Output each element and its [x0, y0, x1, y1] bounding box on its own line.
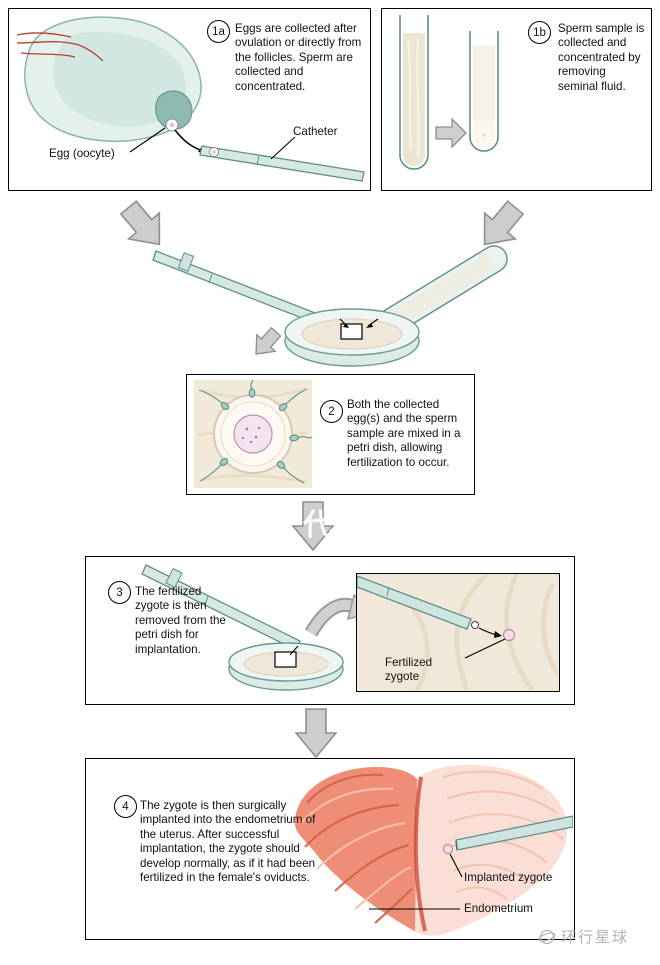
panel-step-1b: 1b Sperm sample is collected and concent… — [381, 8, 652, 191]
zygote-inset-box: Fertilized zygote — [356, 573, 560, 692]
step-badge-3: 3 — [108, 581, 131, 604]
step-text-4: The zygote is then surgically implanted … — [140, 799, 316, 884]
step-badge-4: 4 — [114, 795, 137, 818]
step-badge-1b: 1b — [528, 21, 551, 44]
panel-step-3: 3 The fertilized zygote is then removed … — [85, 556, 575, 705]
test-tube-raw-sample — [399, 15, 429, 170]
site-watermark: 环行星球 — [538, 926, 629, 947]
globe-icon — [538, 929, 556, 944]
egg-label-line — [129, 127, 166, 153]
test-tubes-illustration — [399, 15, 499, 170]
catheter-label-line — [270, 136, 296, 160]
watermark-text: 环行星球 — [561, 929, 630, 946]
step-text-1a: Eggs are collected after ovulation or di… — [235, 22, 362, 93]
endometrium-lining — [413, 776, 427, 932]
ovary-shape — [24, 16, 202, 142]
removal-catheter — [141, 564, 301, 651]
implantation-catheter — [455, 815, 573, 851]
panel-step-2: 2 Both the collected egg(s) and the sper… — [186, 374, 475, 495]
flow-arrow-into-dish — [246, 322, 286, 364]
mixing-flow-illustration — [112, 193, 532, 367]
implanted-zygote-label: Implanted zygote — [464, 871, 553, 884]
panel-step-4: 4 The zygote is then surgically implante… — [85, 758, 575, 940]
sperm-cells — [198, 380, 312, 484]
fertilized-zygote-label: Fertilized zygote — [385, 656, 433, 684]
catheter-illustration — [199, 145, 365, 182]
step-text-3: The fertilized zygote is then removed fr… — [135, 585, 226, 656]
panel-step-1a: 1a Eggs are collected after ovulation or… — [8, 8, 371, 191]
step-badge-1a: 1a — [207, 20, 230, 43]
watermark-overlay-char: 代 — [303, 509, 333, 542]
egg-cell — [165, 118, 179, 132]
flow-arrow-from-1a — [112, 193, 176, 259]
myometrium-striations-left — [300, 773, 413, 924]
step-badge-2: 2 — [320, 400, 343, 423]
zygote-inset-illustration — [357, 574, 558, 690]
uterus-illustration — [294, 764, 573, 936]
egg-oocyte-label: Egg (oocyte) — [49, 147, 115, 160]
oocyte-with-sperm — [213, 394, 293, 474]
implanted-zygote-dot — [442, 843, 454, 855]
step-text-2: Both the collected egg(s) and the sperm … — [347, 398, 461, 469]
mixing-petri-dish — [284, 308, 420, 367]
ovary-catheter-illustration — [16, 16, 365, 182]
step-text-1b: Sperm sample is collected and concentrat… — [558, 22, 645, 93]
fertilization-illustration — [194, 380, 312, 488]
down-arrow-3-4 — [295, 708, 337, 758]
implanted-zygote-line — [449, 853, 463, 878]
endometrium-label: Endometrium — [464, 902, 533, 915]
test-tube-concentrated — [469, 31, 499, 152]
zygote-removal-illustration — [141, 564, 376, 691]
blood-vessels — [16, 32, 104, 62]
removal-petri-dish — [228, 642, 344, 691]
concentrate-arrow — [435, 117, 467, 149]
catheter-label: Catheter — [293, 125, 338, 138]
inset-zygote — [464, 627, 516, 659]
inset-catheter-tip — [357, 575, 479, 630]
